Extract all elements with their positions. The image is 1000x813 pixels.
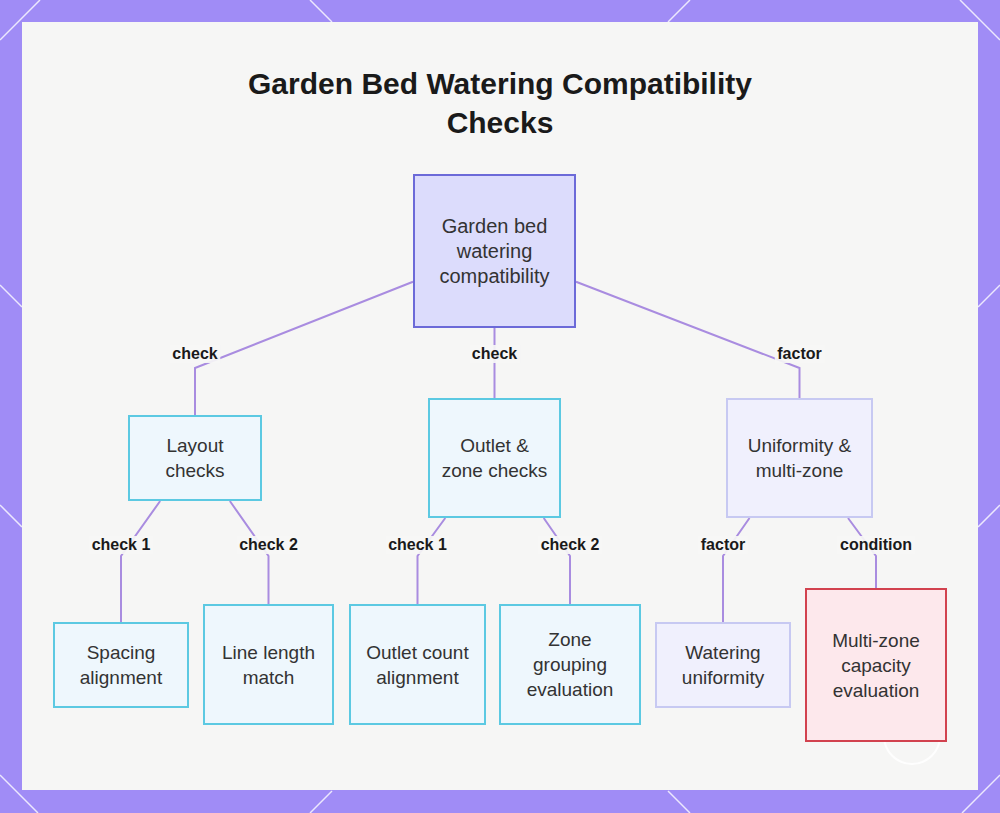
node-text-group: Zone grouping evaluation [509,627,631,702]
node-label: Garden bed watering compatibility [423,214,566,289]
edge-label: check [169,345,220,363]
category-box: Outlet & zone checks [428,398,561,518]
connector-line [723,518,750,622]
edge-label: check [469,345,520,363]
edge-label: check 1 [385,536,450,554]
condition-box: Multi-zone capacity evaluation [805,588,947,742]
edge-label: condition [837,536,915,554]
connector-line [121,501,160,622]
check-box: Zone grouping evaluation [499,604,641,725]
check-box: Outlet count alignment [349,604,486,725]
node-label: Watering uniformity [665,640,781,690]
node-label: Uniformity & multi-zone [736,433,863,483]
edge-label: check 2 [538,536,603,554]
edge-label: factor [698,536,748,554]
root-box: Garden bed watering compatibility [413,174,576,328]
category-box: Uniformity & multi-zone [726,398,873,518]
node-label: Spacing alignment [63,640,179,690]
node-text-group: Watering uniformity [665,640,781,690]
node-label: Outlet count alignment [359,640,476,690]
edge-label: check 1 [89,536,154,554]
node-text-group: Outlet count alignment [359,640,476,690]
node-text-group: Layout checks [138,433,252,483]
node-label: Multi-zone capacity evaluation [815,628,937,703]
node-text-group: Garden bed watering compatibility [423,214,566,289]
connector-line [494,328,496,398]
edge-label: check 2 [236,536,301,554]
node-label: Zone grouping evaluation [509,627,631,702]
connector-line [576,282,800,398]
connector-line [195,282,413,415]
node-text-group: Multi-zone capacity evaluation [815,628,937,703]
connector-line [544,518,570,604]
node-label: Outlet & zone checks [438,433,551,483]
node-text-group: Line length match [213,640,324,690]
node-label: Line length match [213,640,324,690]
edge-label: factor [774,345,824,363]
category-box: Layout checks [128,415,262,501]
factor-box: Watering uniformity [655,622,791,708]
node-text-group: Outlet & zone checks [438,433,551,483]
check-box: Spacing alignment [53,622,189,708]
node-text-group: Spacing alignment [63,640,179,690]
diagram-title: Garden Bed Watering Compatibility Checks [200,64,800,142]
check-box: Line length match [203,604,334,725]
connector-line [418,518,446,604]
node-text-group: Uniformity & multi-zone [736,433,863,483]
node-label: Layout checks [138,433,252,483]
